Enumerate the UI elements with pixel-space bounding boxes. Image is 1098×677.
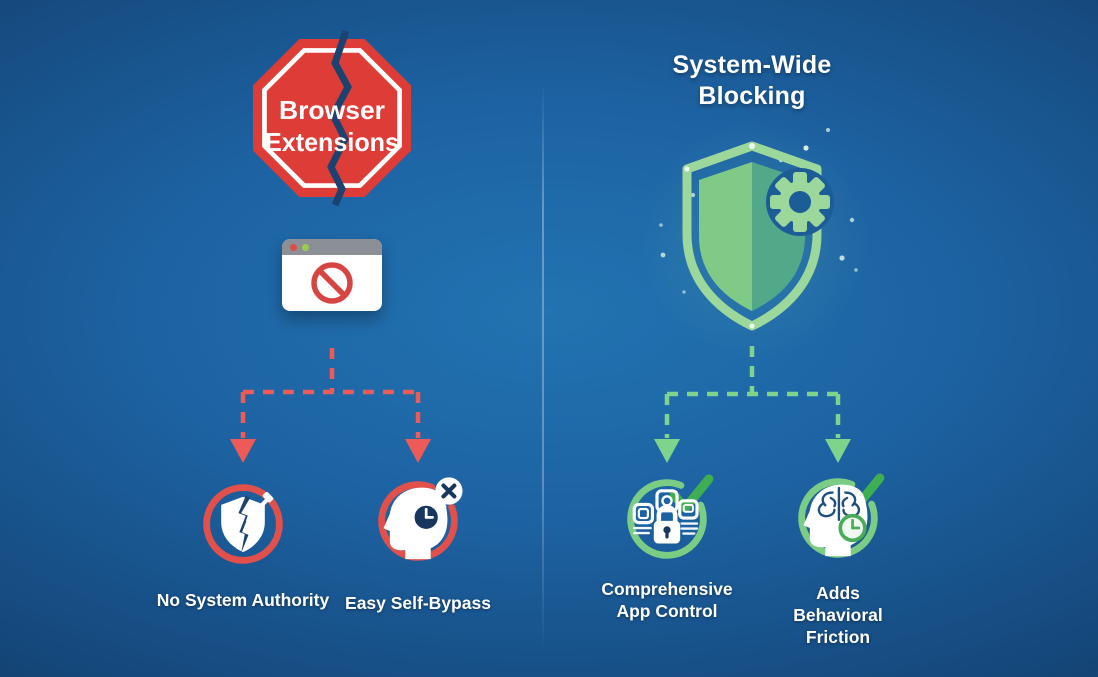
- brain-lines: [817, 486, 861, 521]
- label-comprehensive-app-control: Comprehensive App Control: [601, 579, 733, 621]
- broken-shield-icon: [203, 484, 283, 564]
- brain-clock-check-icon: [798, 473, 885, 558]
- window-close-dot-icon: [290, 243, 297, 251]
- browser-body: [282, 255, 382, 311]
- arrowhead-right: [405, 439, 431, 463]
- window-minimize-dot-icon: [302, 243, 309, 251]
- apps-lock-check-icon: [627, 474, 714, 559]
- title-line2: Blocking: [698, 82, 806, 110]
- label-no-system-authority: No System Authority: [156, 590, 330, 610]
- label-adds-behavioral-friction: Adds Behavioral Friction: [793, 583, 883, 647]
- stop-sign-line2: Extensions: [265, 127, 399, 157]
- arrowhead-left: [654, 439, 680, 463]
- label-easy-self-bypass: Easy Self-Bypass: [345, 593, 491, 613]
- right-panel-title: System-Wide Blocking: [602, 50, 902, 112]
- stop-sign-line1: Browser: [279, 95, 385, 125]
- title-line1: System-Wide: [672, 51, 832, 79]
- green-branch-connector: [654, 346, 851, 463]
- crack-line: [327, 29, 352, 207]
- prohibition-icon: [311, 262, 353, 304]
- gear-icon: [766, 168, 834, 236]
- head-clock-dismiss-icon: [378, 477, 463, 561]
- arrowhead-left: [230, 439, 256, 463]
- red-branch-connector: [230, 348, 431, 463]
- panel-divider: [542, 82, 544, 650]
- cracked-stop-sign-icon: Browser Extensions: [253, 29, 411, 207]
- blocked-browser-window-icon: [282, 239, 382, 311]
- arrowhead-right: [825, 439, 851, 463]
- shield-gear-icon: [659, 128, 858, 331]
- browser-titlebar: [282, 239, 382, 255]
